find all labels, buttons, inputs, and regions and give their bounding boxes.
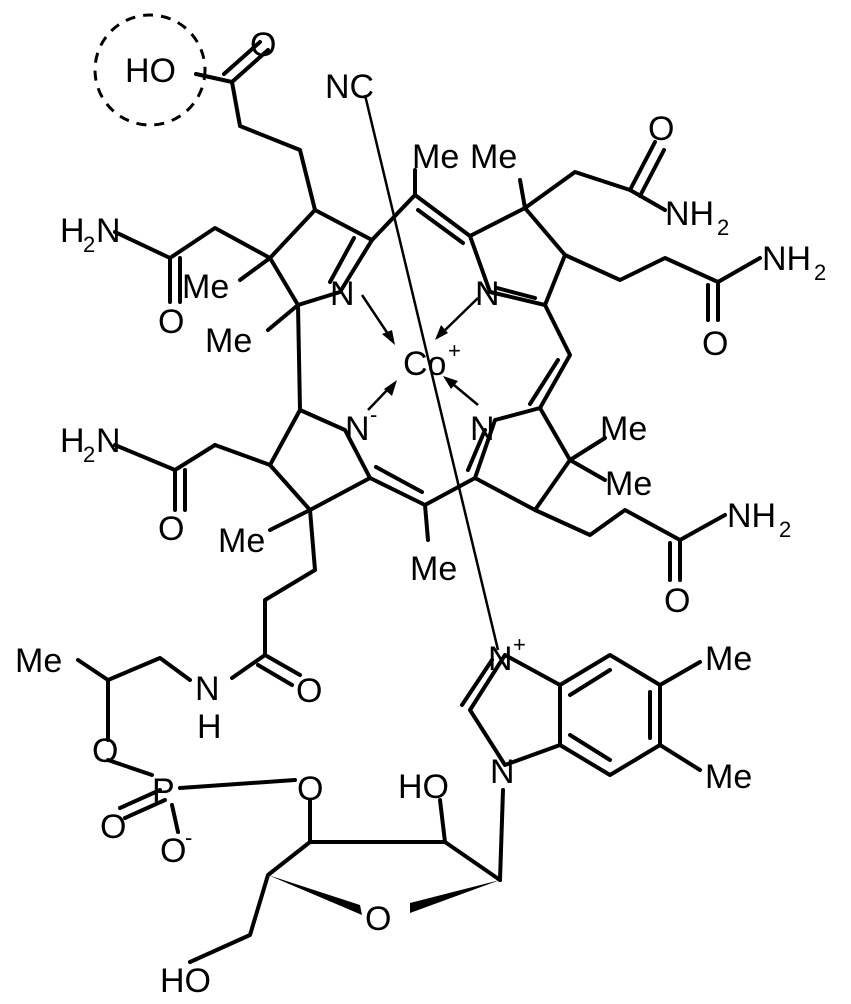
label-ribose-ho: HO <box>398 768 449 806</box>
label-bzim-n: N <box>490 753 515 791</box>
label-me-9: Me <box>15 642 62 680</box>
label-amide-ur-n: NH <box>665 195 714 233</box>
label-ring-c-charge: - <box>370 402 377 427</box>
label-amide-ul-h: H <box>60 212 85 250</box>
atom-labels: HO O NC Co + H 2 N O H 2 N O NH 2 O NH 2… <box>15 26 826 1000</box>
label-me-3: Me <box>182 268 229 306</box>
bond-skeleton <box>76 40 762 964</box>
label-me-8: Me <box>410 550 457 588</box>
label-cobalt: Co <box>403 345 446 383</box>
label-ring-d-n: N <box>470 410 495 448</box>
label-amide-ml-n: N <box>96 422 121 460</box>
wedge-bonds <box>268 875 500 915</box>
label-amide-ml-h: H <box>60 422 85 460</box>
label-phos-o1: O <box>92 732 118 770</box>
label-bzim-charge: + <box>513 632 526 657</box>
label-me-2: Me <box>470 138 517 176</box>
label-me-10: Me <box>705 640 752 678</box>
label-amide-r-o: O <box>702 325 728 363</box>
label-amide-r-sub: 2 <box>814 260 826 285</box>
label-amide-ml-sub: 2 <box>83 442 95 467</box>
label-me-1: Me <box>412 138 459 176</box>
label-ribose-o3: O <box>297 770 323 808</box>
label-amide-r-n: NH <box>762 240 811 278</box>
label-amide-ur-o: O <box>648 110 674 148</box>
label-ribose-ring-o: O <box>365 900 391 938</box>
label-ribose-ch2oh: HO <box>160 962 211 1000</box>
label-ring-c-n: N <box>345 410 370 448</box>
label-cyano: NC <box>325 68 374 106</box>
label-amide-ml-o: O <box>158 510 184 548</box>
label-amide-lr-n: NH <box>727 497 776 535</box>
label-cobalt-charge: + <box>448 338 461 363</box>
label-phos-o3-charge: - <box>185 825 192 850</box>
highlight-circle <box>93 13 207 127</box>
label-amide-ul-o: O <box>158 303 184 341</box>
label-hydroxyl-acid: HO <box>125 52 176 90</box>
label-bzim-n-plus: N <box>488 640 513 678</box>
label-amide-ul-n: N <box>96 212 121 250</box>
label-amide-lr-o: O <box>664 582 690 620</box>
label-phos-o3: O <box>160 832 186 870</box>
label-me-6: Me <box>605 465 652 503</box>
label-ring-b-n: N <box>475 275 500 313</box>
label-amide-ul-sub: 2 <box>83 232 95 257</box>
label-me-5: Me <box>600 410 647 448</box>
label-amide-ur-sub: 2 <box>717 215 729 240</box>
label-me-11: Me <box>705 758 752 796</box>
label-ring-a-n: N <box>330 275 355 313</box>
label-acid-carbonyl-o: O <box>250 26 276 64</box>
label-me-4: Me <box>205 322 252 360</box>
label-linker-o: O <box>296 672 322 710</box>
label-amide-lr-sub: 2 <box>779 517 791 542</box>
coordination-bonds <box>360 94 500 651</box>
label-linker-n: N <box>195 670 220 708</box>
label-phos-p: P <box>152 772 175 810</box>
label-phos-o2: O <box>100 808 126 846</box>
label-linker-h: H <box>197 708 222 746</box>
label-me-7: Me <box>218 522 265 560</box>
